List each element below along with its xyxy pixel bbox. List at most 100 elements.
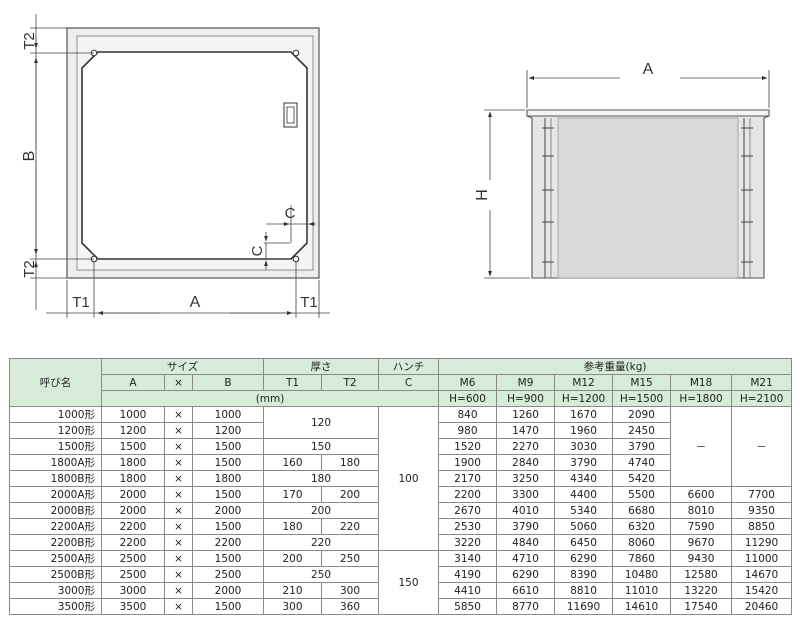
- row-x: ×: [164, 534, 193, 551]
- row-a: 2000: [101, 502, 165, 519]
- row-name: 3500形: [9, 598, 102, 615]
- row-a: 1500: [101, 438, 165, 455]
- header-name: 呼び名: [9, 358, 102, 407]
- plan-dim-b: B: [21, 151, 38, 162]
- weight-m15: 3790: [612, 438, 672, 455]
- thickness-t1: 160: [263, 454, 323, 471]
- row-b: 2000: [191, 502, 265, 519]
- table-row: 2500A形 2500 × 1500 200 250 150 3140 4710…: [9, 550, 793, 615]
- row-b: 1500: [191, 598, 265, 615]
- header-b: B: [191, 374, 265, 391]
- weight-m12: 8810: [554, 582, 614, 599]
- header-a: A: [101, 374, 165, 391]
- side-dim-a-label: A: [643, 61, 654, 78]
- weight-m15: 14610: [612, 598, 672, 615]
- row-b: 2000: [191, 582, 265, 599]
- weight-m12: 3790: [554, 454, 614, 471]
- table-row: 2500B形 2500 × 2500 250 4190 6290 8390 10…: [9, 566, 793, 583]
- weight-m21: 7700: [731, 486, 793, 503]
- weight-m9: 4710: [496, 550, 556, 567]
- weight-m18: 13220: [670, 582, 733, 599]
- plan-dim-c-vertical: C: [249, 245, 266, 256]
- plan-hand-hold-inner: [286, 106, 295, 124]
- weight-m6: 3140: [438, 550, 498, 567]
- row-a: 1200: [101, 422, 165, 439]
- weight-m18: 7590: [670, 518, 733, 535]
- thickness-t2: 220: [321, 518, 380, 535]
- weight-m18: 9430: [670, 550, 733, 567]
- weight-m15: 6320: [612, 518, 672, 535]
- weight-m9: 3250: [496, 470, 556, 487]
- weight-m15: 5500: [612, 486, 672, 503]
- row-a: 2200: [101, 534, 165, 551]
- row-a: 3500: [101, 598, 165, 615]
- side-dim-h-label: H: [474, 189, 491, 201]
- table-row: 3500形 3500 × 1500 300 360 5850 8770 1169…: [9, 598, 793, 615]
- weight-m21: 14670: [731, 566, 793, 583]
- table-row: 2000A形 2000 × 1500 170 200 2200 3300 440…: [9, 486, 793, 503]
- header-m21: M21: [731, 374, 793, 391]
- thickness-cell: 220: [263, 534, 380, 551]
- weight-m12: 6450: [554, 534, 614, 551]
- weight-m6: 2530: [438, 518, 498, 535]
- weight-m15: 2090: [612, 406, 672, 423]
- side-panel: [557, 117, 739, 279]
- row-name: 1800B形: [9, 470, 102, 487]
- row-a: 3000: [101, 582, 165, 599]
- plan-bolt-hole-br: [292, 255, 300, 263]
- weight-m15: 10480: [612, 566, 672, 583]
- thickness-t1: 300: [263, 598, 323, 615]
- thickness-cell: 150: [263, 438, 380, 455]
- plan-dim-c-horizontal: C: [285, 205, 296, 222]
- row-name: 1000形: [9, 406, 102, 423]
- weight-m18-dash: －: [670, 406, 733, 487]
- thickness-t2: 180: [321, 454, 380, 471]
- thickness-t1: 200: [263, 550, 323, 567]
- row-b: 2500: [191, 566, 265, 583]
- weight-m12: 1670: [554, 406, 614, 423]
- weight-m15: 7860: [612, 550, 672, 567]
- row-name: 3000形: [9, 582, 102, 599]
- thickness-t2: 300: [321, 582, 380, 599]
- weight-m6: 3220: [438, 534, 498, 551]
- row-a: 2500: [101, 550, 165, 567]
- row-b: 1500: [191, 454, 265, 471]
- plan-inner-opening: [81, 51, 308, 260]
- row-a: 2000: [101, 486, 165, 503]
- plan-dim-t2-top: T2: [21, 32, 38, 50]
- weight-m6: 2670: [438, 502, 498, 519]
- weight-m12: 4340: [554, 470, 614, 487]
- row-name: 2000B形: [9, 502, 102, 519]
- row-a: 1800: [101, 454, 165, 471]
- header-m12: M12: [554, 374, 614, 391]
- weight-m9: 2270: [496, 438, 556, 455]
- weight-m15: 6680: [612, 502, 672, 519]
- weight-m15: 8060: [612, 534, 672, 551]
- thickness-t2: 250: [321, 550, 380, 567]
- weight-m6: 4190: [438, 566, 498, 583]
- row-name: 1200形: [9, 422, 102, 439]
- weight-m6: 1520: [438, 438, 498, 455]
- header-size: サイズ: [100, 358, 265, 375]
- header-thickness: 厚さ: [263, 358, 380, 375]
- row-a: 2500: [101, 566, 165, 583]
- weight-m12: 11690: [554, 598, 614, 615]
- weight-m12: 4400: [554, 486, 614, 503]
- row-b: 1500: [191, 518, 265, 535]
- weight-m21: 11000: [731, 550, 793, 567]
- thickness-t2: 360: [321, 598, 380, 615]
- side-dim-a: [526, 70, 770, 108]
- row-x: ×: [164, 470, 193, 487]
- row-x: ×: [164, 502, 193, 519]
- weight-m18: 12580: [670, 566, 733, 583]
- header-c: C: [378, 374, 440, 391]
- row-b: 1000: [191, 406, 265, 423]
- row-x: ×: [164, 422, 193, 439]
- header-m15: M15: [612, 374, 672, 391]
- header-unit: (mm): [100, 390, 440, 407]
- weight-m6: 4410: [438, 582, 498, 599]
- row-x: ×: [164, 486, 193, 503]
- table-row: 1000形 1000 × 1000 120 100 840 1260 1670 …: [9, 406, 793, 551]
- weight-m12: 3030: [554, 438, 614, 455]
- plan-dim-t2-bottom: T2: [21, 260, 38, 278]
